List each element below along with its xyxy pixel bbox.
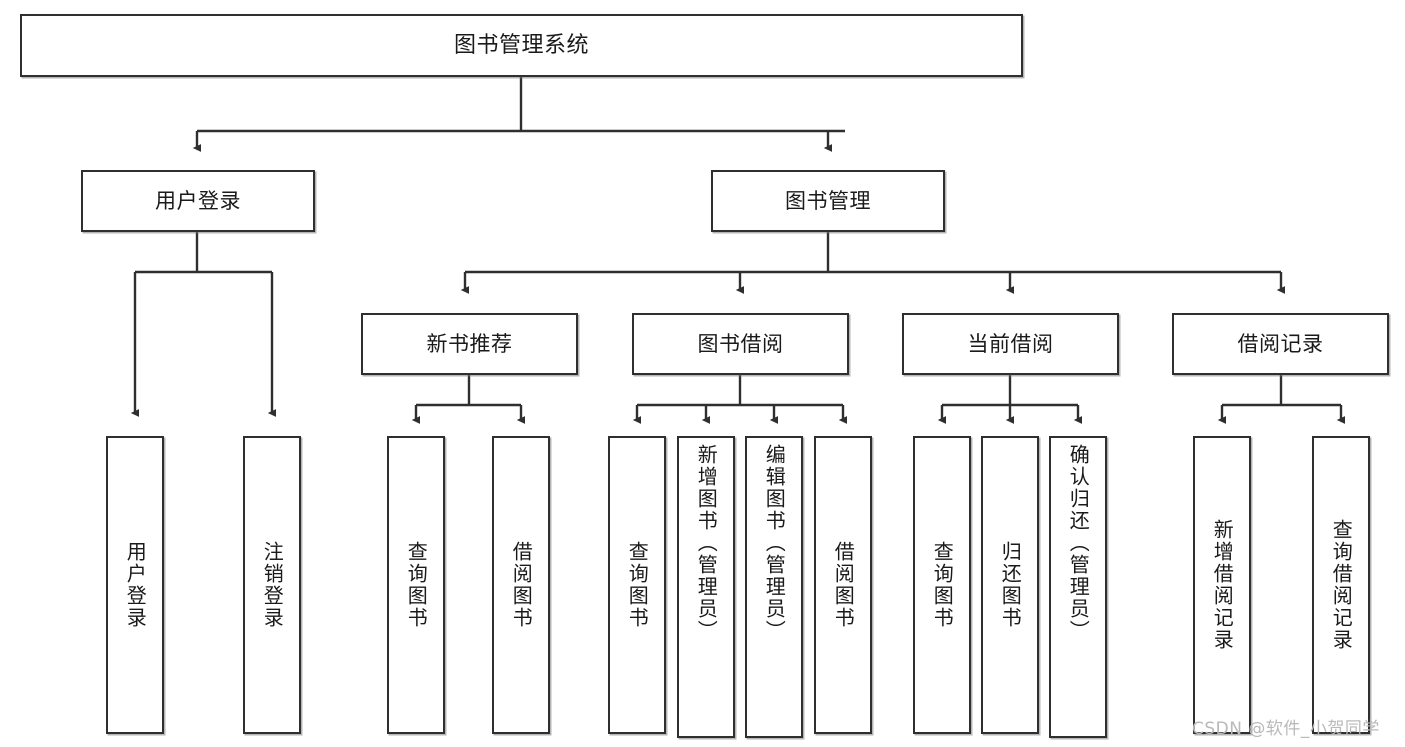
node-leaf-add-book[interactable]: 新增图书（管理员）	[677, 436, 735, 738]
node-leaf-return-book-label: 归还图书	[998, 541, 1023, 629]
node-leaf-query-book-1-label: 查询图书	[404, 541, 429, 629]
node-leaf-query-book-3[interactable]: 查询图书	[913, 436, 971, 734]
node-new-book-rec-label: 新书推荐	[426, 331, 513, 356]
node-leaf-user-login-label: 用户登录	[123, 541, 148, 629]
node-book-manage-label: 图书管理	[785, 188, 871, 213]
node-current-borrow-label: 当前借阅	[967, 331, 1054, 356]
node-borrow-record-label: 借阅记录	[1237, 331, 1324, 356]
node-leaf-query-record-label: 查询借阅记录	[1329, 519, 1354, 651]
node-leaf-return-book[interactable]: 归还图书	[981, 436, 1039, 734]
node-root-label: 图书管理系统	[453, 32, 589, 58]
node-leaf-edit-book-label: 编辑图书（管理员）	[762, 444, 787, 642]
node-current-borrow[interactable]: 当前借阅	[902, 313, 1119, 375]
node-leaf-confirm-return-label: 确认归还（管理员）	[1066, 444, 1091, 642]
node-leaf-query-book-3-label: 查询图书	[930, 541, 955, 629]
node-book-borrow[interactable]: 图书借阅	[632, 313, 849, 375]
node-book-borrow-label: 图书借阅	[697, 331, 784, 356]
node-leaf-edit-book[interactable]: 编辑图书（管理员）	[745, 436, 803, 738]
node-leaf-query-book-2-label: 查询图书	[625, 541, 650, 629]
node-root[interactable]: 图书管理系统	[20, 14, 1023, 77]
node-leaf-borrow-book-1-label: 借阅图书	[509, 541, 534, 629]
node-leaf-borrow-book-2[interactable]: 借阅图书	[814, 436, 872, 734]
node-leaf-borrow-book-1[interactable]: 借阅图书	[492, 436, 550, 734]
node-user-login[interactable]: 用户登录	[81, 170, 315, 232]
node-leaf-logout[interactable]: 注销登录	[243, 436, 301, 734]
node-leaf-add-record[interactable]: 新增借阅记录	[1193, 436, 1251, 734]
node-leaf-add-record-label: 新增借阅记录	[1210, 519, 1235, 651]
node-leaf-confirm-return[interactable]: 确认归还（管理员）	[1049, 436, 1107, 738]
node-new-book-rec[interactable]: 新书推荐	[361, 313, 578, 375]
node-leaf-query-record[interactable]: 查询借阅记录	[1312, 436, 1370, 734]
node-leaf-query-book-1[interactable]: 查询图书	[387, 436, 445, 734]
node-borrow-record[interactable]: 借阅记录	[1172, 313, 1389, 375]
node-leaf-query-book-2[interactable]: 查询图书	[608, 436, 666, 734]
node-leaf-borrow-book-2-label: 借阅图书	[831, 541, 856, 629]
node-leaf-logout-label: 注销登录	[260, 541, 285, 629]
node-leaf-add-book-label: 新增图书（管理员）	[694, 444, 719, 642]
node-leaf-user-login[interactable]: 用户登录	[106, 436, 164, 734]
node-user-login-label: 用户登录	[155, 188, 241, 213]
node-book-manage[interactable]: 图书管理	[711, 170, 945, 232]
watermark-text: CSDN @软件_小贺同学	[1192, 719, 1380, 739]
